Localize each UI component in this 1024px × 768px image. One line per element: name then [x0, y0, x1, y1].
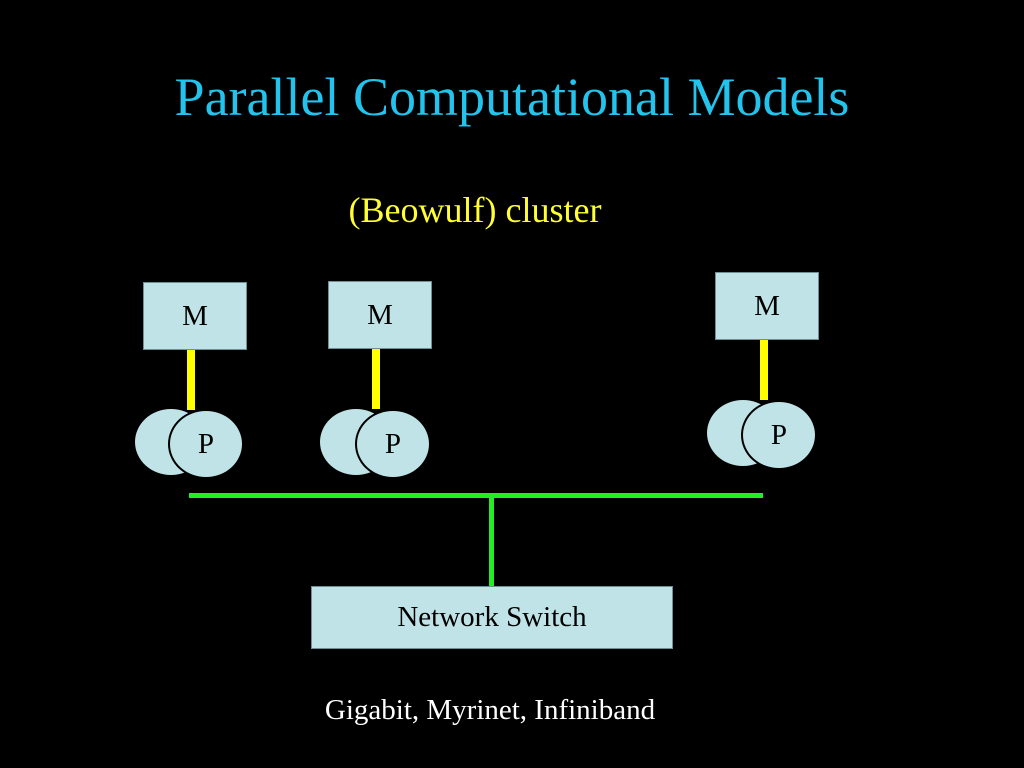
node-3-memory-link — [760, 340, 768, 400]
network-switch: Network Switch — [311, 586, 673, 649]
node-1-memory: M — [143, 282, 247, 350]
node-2-processor-front: P — [355, 409, 431, 479]
slide-title: Parallel Computational Models — [174, 67, 850, 127]
node-1-processor-label: P — [197, 427, 215, 460]
interconnect-caption: Gigabit, Myrinet, Infiniband — [324, 694, 656, 726]
network-bus-line — [189, 493, 763, 498]
node-3-memory: M — [715, 272, 819, 340]
switch-uplink-line — [489, 493, 494, 586]
node-1-memory-link — [187, 350, 195, 410]
node-2-processor-label: P — [384, 427, 402, 460]
node-3-processor-front: P — [741, 400, 817, 470]
slide-subtitle: (Beowulf) cluster — [348, 190, 602, 230]
node-3-processor-label: P — [770, 418, 788, 451]
node-2-memory-label: M — [367, 298, 393, 331]
node-2-memory: M — [328, 281, 432, 349]
node-1-memory-label: M — [182, 299, 208, 332]
node-1-processor-front: P — [168, 409, 244, 479]
node-2-memory-link — [372, 349, 380, 409]
node-3-memory-label: M — [754, 289, 780, 322]
network-switch-label: Network Switch — [397, 601, 587, 633]
